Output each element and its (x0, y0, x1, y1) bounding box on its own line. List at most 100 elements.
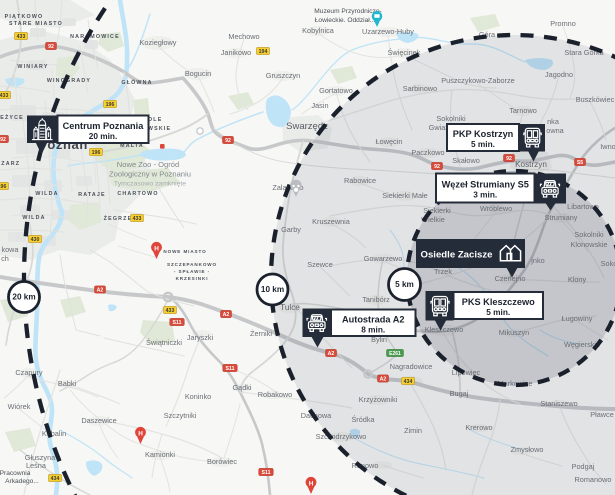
svg-text:196: 196 (0, 184, 6, 190)
svg-text:A2: A2 (380, 377, 387, 383)
svg-text:Siekierki Małe: Siekierki Małe (382, 191, 427, 200)
svg-text:Ługowiny: Ługowiny (562, 314, 593, 323)
svg-text:Kobylnica: Kobylnica (302, 26, 335, 35)
svg-text:Buszkówiec: Buszkówiec (576, 95, 615, 104)
svg-text:SZCZEPANKOWO: SZCZEPANKOWO (167, 262, 217, 267)
svg-text:Koziegłowy: Koziegłowy (140, 38, 177, 47)
svg-text:nka: nka (547, 117, 560, 126)
svg-text:A2: A2 (328, 351, 335, 357)
svg-text:Swarzędz: Swarzędz (286, 121, 328, 132)
svg-text:PKP Kostrzyn: PKP Kostrzyn (453, 129, 514, 139)
svg-text:Strumiany: Strumiany (545, 213, 578, 222)
svg-text:Sarbinowo: Sarbinowo (403, 84, 437, 93)
svg-text:Kostrzyn: Kostrzyn (515, 160, 547, 169)
svg-text:- SPŁAWIE -: - SPŁAWIE - (174, 269, 210, 274)
svg-text:194: 194 (259, 49, 268, 55)
svg-text:Krerowo: Krerowo (465, 423, 492, 432)
svg-text:CHARTOWO: CHARTOWO (117, 191, 158, 197)
svg-text:Soko: Soko (601, 259, 615, 268)
svg-text:434: 434 (404, 379, 413, 385)
svg-text:RATAJE: RATAJE (78, 192, 106, 198)
svg-text:10 km: 10 km (261, 285, 284, 294)
svg-text:H: H (309, 480, 314, 487)
svg-text:S11: S11 (226, 366, 235, 372)
svg-text:Libartowo: Libartowo (567, 202, 599, 211)
svg-text:Kruszewnia: Kruszewnia (312, 217, 351, 226)
svg-text:JEŻYCE: JEŻYCE (0, 114, 24, 121)
svg-text:Dachowa: Dachowa (301, 411, 332, 420)
svg-text:20 min.: 20 min. (89, 131, 118, 141)
svg-text:A2: A2 (223, 312, 230, 318)
svg-text:Łowieckie. Oddział...: Łowieckie. Oddział... (315, 17, 376, 24)
svg-text:Paczkowo: Paczkowo (411, 148, 444, 157)
svg-text:jnko: jnko (530, 256, 544, 265)
svg-text:Lipowiec: Lipowiec (452, 368, 481, 377)
svg-text:Rabowice: Rabowice (344, 176, 376, 185)
svg-text:Mikuszyn: Mikuszyn (499, 328, 529, 337)
svg-text:A2: A2 (97, 288, 104, 294)
svg-text:Czapury: Czapury (15, 368, 43, 377)
svg-text:S5: S5 (577, 160, 583, 166)
svg-text:92: 92 (48, 44, 54, 50)
svg-text:WINIARY: WINIARY (17, 64, 48, 70)
svg-text:Zoologiczny w Poznaniu: Zoologiczny w Poznaniu (109, 170, 191, 179)
svg-text:Robakowo: Robakowo (258, 390, 292, 399)
svg-text:Wielkie: Wielkie (421, 215, 445, 224)
svg-text:20 km: 20 km (12, 293, 35, 302)
svg-text:Podgaj: Podgaj (572, 462, 595, 471)
svg-text:92: 92 (0, 137, 6, 143)
svg-text:Iwno: Iwno (600, 142, 615, 151)
svg-text:PIĄTKOWO: PIĄTKOWO (5, 14, 44, 20)
svg-text:Stara Górka: Stara Górka (564, 48, 604, 57)
svg-text:Trzek: Trzek (434, 267, 452, 276)
svg-text:Bugaj: Bugaj (450, 389, 469, 398)
svg-text:Pracownia: Pracownia (0, 470, 31, 477)
svg-text:WINOGRADY: WINOGRADY (47, 78, 91, 84)
svg-text:433: 433 (0, 93, 8, 99)
svg-text:E261: E261 (389, 351, 401, 357)
svg-text:92: 92 (225, 138, 231, 144)
svg-text:Babki: Babki (58, 379, 77, 388)
svg-text:92: 92 (506, 156, 512, 162)
svg-text:5 min.: 5 min. (471, 139, 495, 149)
svg-text:Romanowo: Romanowo (575, 475, 612, 484)
svg-text:Mechowo: Mechowo (228, 32, 259, 41)
svg-text:Nowe Zoo - Ogród: Nowe Zoo - Ogród (117, 160, 179, 169)
svg-text:Kamionki: Kamionki (145, 450, 175, 459)
svg-text:WILDA: WILDA (35, 191, 58, 197)
svg-text:Wiórek: Wiórek (8, 402, 31, 411)
svg-text:Góra: Góra (479, 30, 496, 39)
svg-text:433: 433 (17, 34, 26, 40)
svg-text:Markowice: Markowice (498, 379, 533, 388)
svg-text:Sokolniki: Sokolniki (436, 114, 466, 123)
svg-text:Szczodrzykowo: Szczodrzykowo (316, 432, 367, 441)
svg-text:Wróblewo: Wróblewo (480, 204, 512, 213)
svg-text:5 km: 5 km (395, 280, 414, 289)
svg-text:Centrum Poznania: Centrum Poznania (63, 121, 145, 131)
svg-text:Święcinek: Święcinek (388, 48, 421, 57)
svg-text:Tymczasowo zamknięte: Tymczasowo zamknięte (114, 181, 186, 188)
svg-text:Jasin: Jasin (311, 101, 328, 110)
svg-text:owna: owna (546, 126, 564, 135)
svg-text:Szczytniki: Szczytniki (164, 411, 197, 420)
svg-text:Szewce: Szewce (307, 260, 333, 269)
svg-text:S11: S11 (173, 320, 182, 326)
svg-text:Runowo: Runowo (352, 461, 379, 470)
svg-text:Węzeł Strumiany S5: Węzeł Strumiany S5 (442, 180, 529, 190)
svg-text:Kubalin: Kubalin (42, 429, 66, 438)
svg-text:Autostrada A2: Autostrada A2 (342, 314, 404, 324)
svg-text:Gądki: Gądki (232, 383, 251, 392)
svg-text:Gortatowo: Gortatowo (319, 86, 353, 95)
svg-text:Klonowskie: Klonowskie (571, 240, 608, 249)
svg-text:Głuszyna: Głuszyna (25, 453, 56, 462)
svg-text:Żerniki: Żerniki (250, 329, 272, 338)
svg-text:Czerlejno: Czerlejno (495, 274, 526, 283)
svg-text:Klony: Klony (568, 275, 587, 284)
svg-text:Kleszczewo: Kleszczewo (425, 325, 464, 334)
svg-text:Siekierki: Siekierki (423, 206, 451, 215)
svg-text:Promno: Promno (550, 19, 576, 28)
svg-text:196: 196 (106, 102, 115, 108)
svg-text:Sokolniki: Sokolniki (574, 230, 604, 239)
svg-text:WILDA: WILDA (22, 215, 45, 221)
svg-text:Zimin: Zimin (404, 426, 422, 435)
